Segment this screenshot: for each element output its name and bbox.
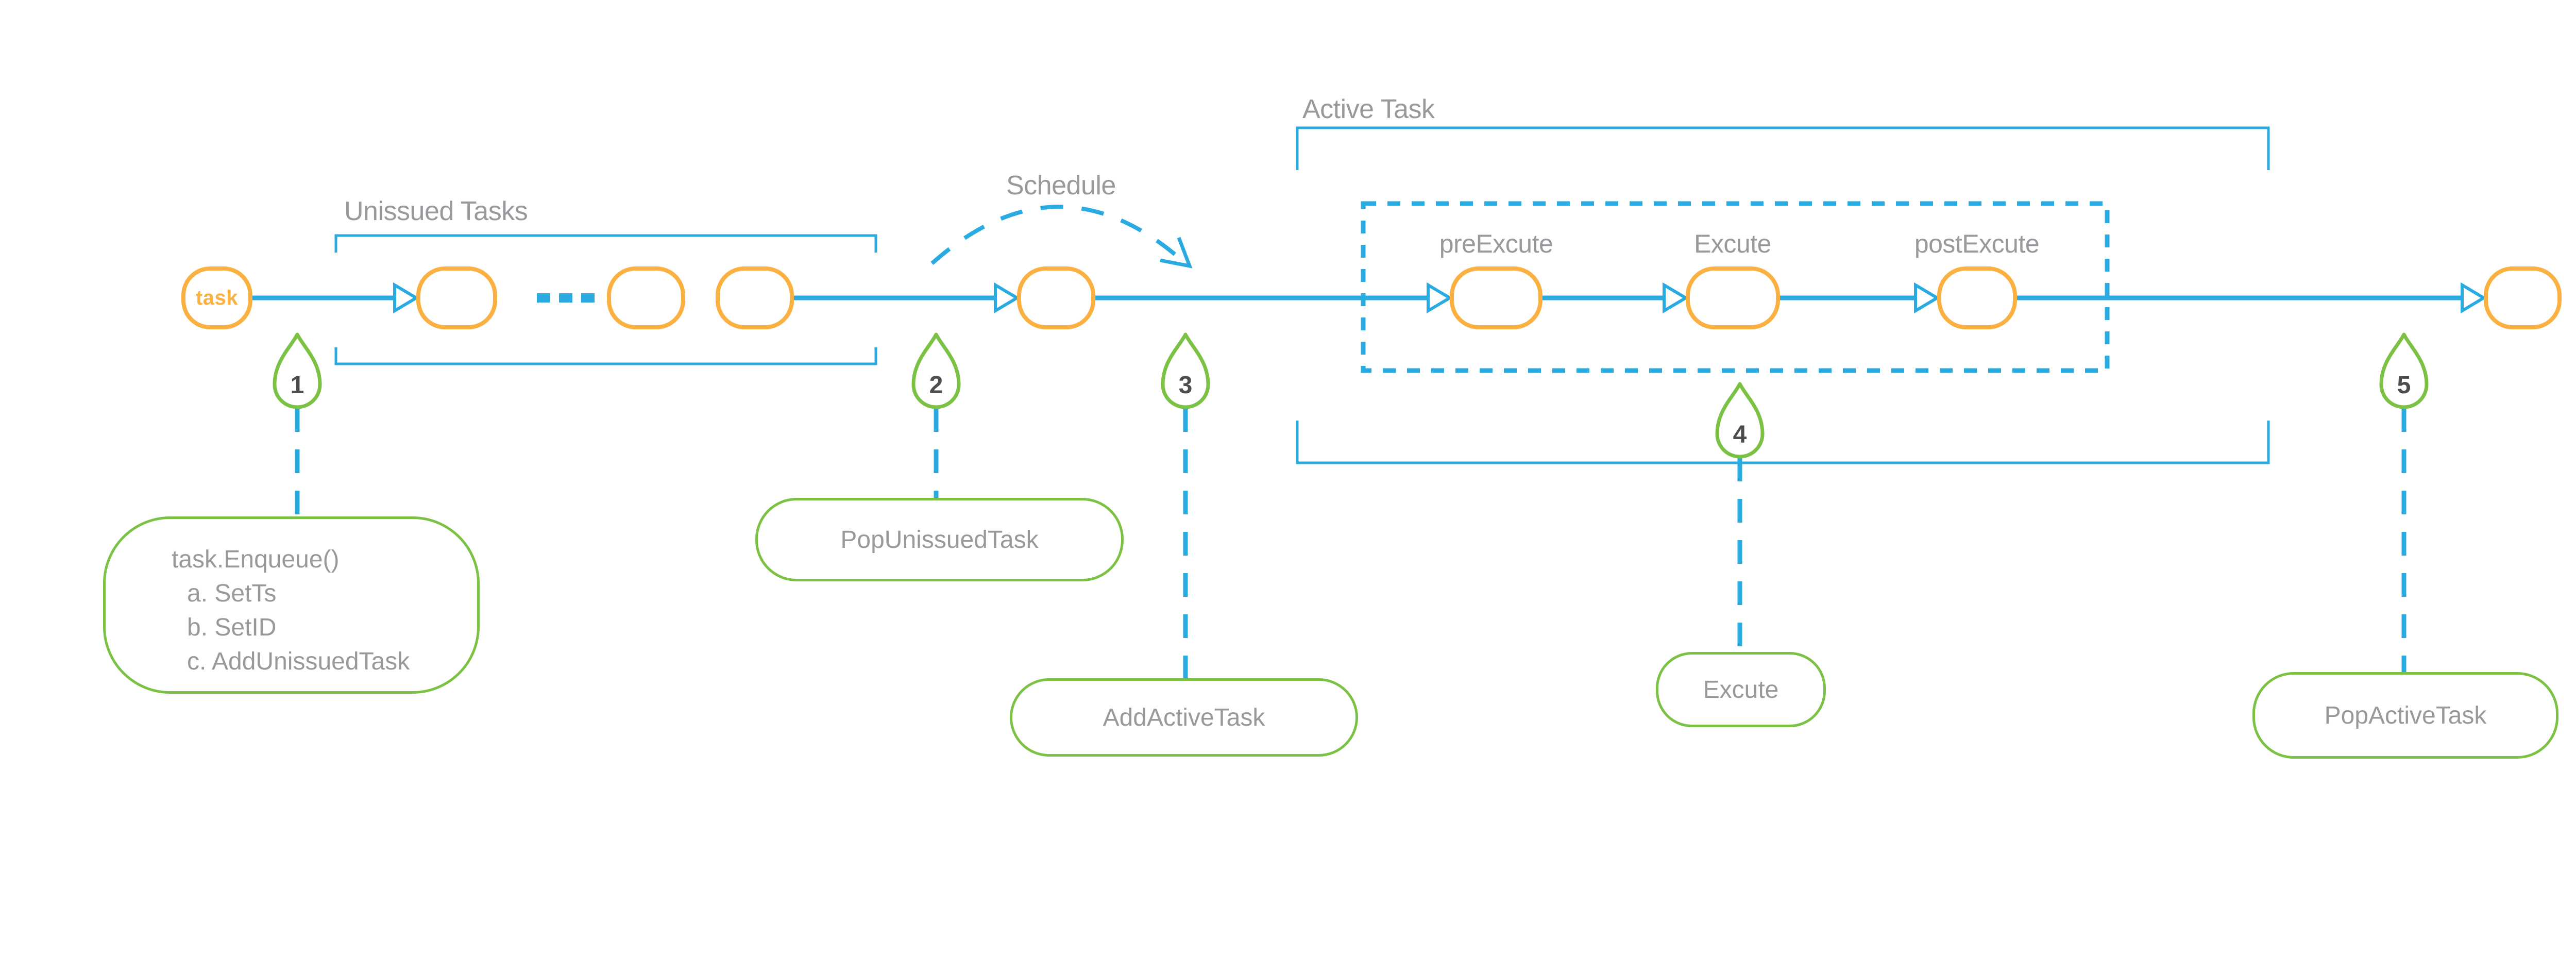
teardrop-icon — [2379, 332, 2429, 409]
post-execute-label: postExcute — [1914, 229, 2040, 258]
flow-node-execute — [1686, 266, 1780, 329]
step-marker-number: 4 — [1733, 421, 1747, 448]
unissued-tasks-label: Unissued Tasks — [344, 196, 528, 226]
flow-node-post-execute — [1937, 266, 2017, 329]
flow-node-unissued-2 — [607, 266, 685, 329]
step-marker-4: 4 — [1712, 381, 1768, 459]
step-marker-number: 2 — [929, 372, 943, 399]
task-node-label: task — [195, 286, 239, 309]
unissued-tasks-top-bracket — [334, 234, 877, 253]
active-task-top-bracket — [1296, 126, 2270, 170]
schedule-arc-arrowhead-icon — [1160, 237, 1193, 269]
teardrop-icon — [1161, 332, 1210, 409]
pre-execute-label: preExcute — [1439, 229, 1553, 258]
callout-execute: Excute — [1656, 652, 1826, 727]
step-marker-3: 3 — [1158, 332, 1213, 409]
arrowhead-icon — [393, 282, 419, 314]
callout-pop-unissued-task: PopUnissuedTask — [755, 498, 1124, 581]
flow-node-scheduled — [1017, 266, 1095, 329]
callout-line: a. SetTs — [187, 580, 277, 607]
teardrop-icon — [1715, 382, 1765, 459]
unissued-tasks-bottom-bracket — [334, 347, 877, 365]
teardrop-icon — [273, 332, 322, 409]
step-marker-5: 5 — [2376, 332, 2432, 409]
schedule-label: Schedule — [1006, 171, 1116, 200]
step-marker-1: 1 — [269, 332, 325, 409]
flow-node-task: task — [181, 266, 252, 329]
step-marker-number: 3 — [1178, 372, 1193, 399]
active-task-dotted-box — [1361, 201, 2110, 373]
arrowhead-icon — [2461, 282, 2487, 314]
callout-line: task.Enqueue() — [172, 546, 340, 573]
callout-line: c. AddUnissuedTask — [187, 648, 410, 675]
schedule-dashed-arc — [930, 205, 1188, 265]
step-marker-number: 1 — [290, 372, 304, 399]
step-marker-number: 5 — [2397, 372, 2411, 399]
execute-label: Excute — [1694, 229, 1771, 258]
step-marker-2: 2 — [908, 332, 964, 409]
active-task-bottom-bracket — [1296, 421, 2270, 464]
callout-pop-active-task: PopActiveTask — [2252, 672, 2558, 759]
flow-node-done — [2484, 266, 2562, 329]
active-task-label: Active Task — [1302, 94, 1435, 124]
callout-add-active-task: AddActiveTask — [1010, 678, 1358, 757]
callout-line: b. SetID — [187, 614, 277, 641]
flow-node-unissued-3 — [716, 266, 794, 329]
arrowhead-icon — [994, 282, 1020, 314]
teardrop-icon — [911, 332, 961, 409]
flow-node-unissued-1 — [416, 266, 497, 329]
callout-task-enqueue: task.Enqueue() a. SetTs b. SetID c. AddU… — [103, 516, 480, 694]
flow-node-pre-execute — [1450, 266, 1543, 329]
arrowhead-icon — [1663, 282, 1689, 314]
arrowhead-icon — [1427, 282, 1453, 314]
arrowhead-icon — [1914, 282, 1940, 314]
